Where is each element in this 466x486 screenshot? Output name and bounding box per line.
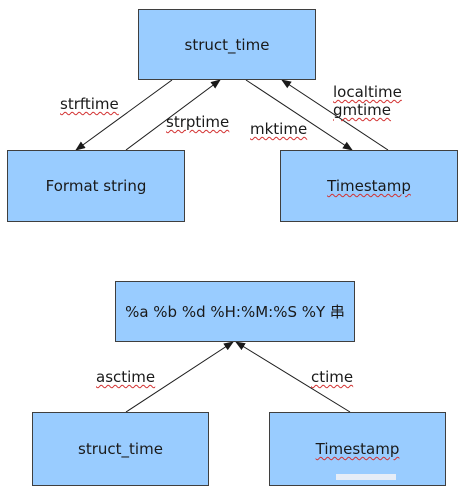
timestamp-box: Timestamp bbox=[280, 150, 458, 222]
arrow-localtime-gmtime bbox=[281, 79, 389, 151]
edge-label-localtime: localtime bbox=[333, 83, 402, 101]
watermark-logo bbox=[336, 474, 396, 480]
struct-time-label-2: struct_time bbox=[78, 440, 163, 458]
format-string-box: Format string bbox=[7, 150, 185, 222]
format-output-label: %a %b %d %H:%M:%S %Y 串 bbox=[125, 303, 345, 321]
struct-time-box-2: struct_time bbox=[32, 412, 209, 486]
timestamp-label-2: Timestamp bbox=[315, 440, 400, 458]
timestamp-box-2: Timestamp bbox=[269, 412, 446, 486]
edge-label-strftime: strftime bbox=[60, 95, 119, 113]
edge-label-gmtime: gmtime bbox=[333, 101, 392, 119]
arrow-strptime bbox=[125, 79, 221, 151]
struct-time-label: struct_time bbox=[184, 35, 270, 54]
arrow-ctime bbox=[235, 341, 351, 413]
struct-time-box: struct_time bbox=[138, 9, 316, 80]
edge-label-strptime: strptime bbox=[166, 113, 230, 131]
edge-label-asctime: asctime bbox=[96, 368, 156, 386]
timestamp-label: Timestamp bbox=[327, 177, 411, 195]
arrow-mktime bbox=[245, 79, 353, 151]
edge-label-ctime: ctime bbox=[311, 368, 354, 386]
format-output-box: %a %b %d %H:%M:%S %Y 串 bbox=[115, 281, 355, 342]
edge-label-mktime: mktime bbox=[250, 120, 308, 138]
arrow-asctime bbox=[125, 341, 234, 413]
arrow-strftime bbox=[75, 79, 173, 151]
format-string-label: Format string bbox=[45, 177, 147, 195]
